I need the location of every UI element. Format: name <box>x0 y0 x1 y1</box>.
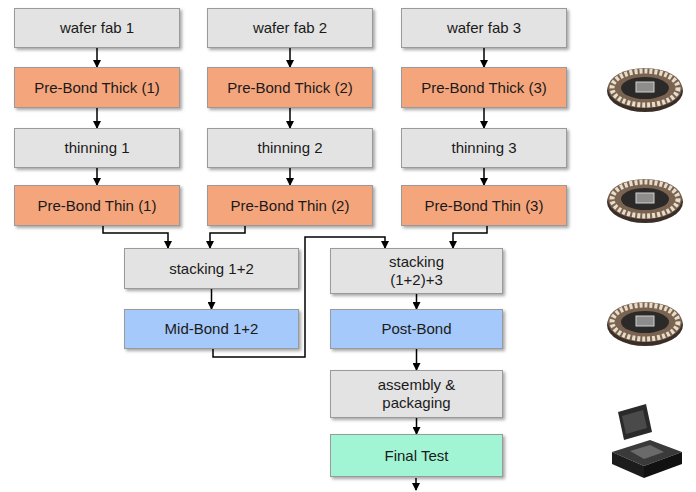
process-box: thinning 3 <box>401 128 567 168</box>
test-box: Pre-Bond Thin (2) <box>207 185 373 226</box>
flow-arrow <box>483 48 485 67</box>
exit-arrow <box>415 478 417 490</box>
node-label: Pre-Bond Thin (3) <box>425 197 544 215</box>
flow-arrow <box>96 48 98 67</box>
node-label: stacking 1+2 <box>169 260 254 278</box>
node-label: stacking (1+2)+3 <box>362 253 472 289</box>
wafer-icon <box>607 68 683 112</box>
flow-arrow <box>416 349 418 370</box>
test-box: Pre-Bond Thin (1) <box>14 185 180 226</box>
flow-arrow <box>483 108 485 128</box>
test-box: Pre-Bond Thick (3) <box>401 67 567 108</box>
process-box: thinning 1 <box>14 128 180 168</box>
test-box: Pre-Bond Thick (1) <box>14 67 180 108</box>
process-box: thinning 2 <box>207 128 373 168</box>
node-label: wafer fab 3 <box>447 19 521 37</box>
process-box: stacking (1+2)+3 <box>330 248 503 294</box>
process-box: stacking 1+2 <box>124 248 299 289</box>
node-label: thinning 1 <box>64 139 129 157</box>
test-socket-icon <box>612 404 682 478</box>
flow-arrow <box>416 294 418 309</box>
node-label: Final Test <box>385 447 449 465</box>
test-box: Post-Bond <box>330 309 503 349</box>
flow-arrow <box>289 108 291 128</box>
node-label: Post-Bond <box>381 320 451 338</box>
node-label: Pre-Bond Thin (1) <box>38 197 157 215</box>
node-label: thinning 2 <box>257 139 322 157</box>
process-box: wafer fab 1 <box>14 8 180 48</box>
test-box: Pre-Bond Thick (2) <box>207 67 373 108</box>
node-label: Pre-Bond Thin (2) <box>231 197 350 215</box>
node-label: Pre-Bond Thick (3) <box>421 79 547 97</box>
flow-arrow <box>453 226 487 248</box>
flow-arrow <box>96 168 98 185</box>
test-box: Final Test <box>330 434 503 477</box>
process-box: assembly & packaging <box>330 370 503 418</box>
node-label: Pre-Bond Thick (1) <box>34 79 160 97</box>
flow-arrow <box>96 108 98 128</box>
flow-arrow <box>289 48 291 67</box>
node-label: assembly & packaging <box>362 376 472 412</box>
wafer-icon <box>607 179 683 223</box>
node-label: thinning 3 <box>451 139 516 157</box>
node-label: wafer fab 2 <box>253 19 327 37</box>
test-box: Pre-Bond Thin (3) <box>401 185 567 226</box>
test-box: Mid-Bond 1+2 <box>124 309 299 349</box>
flow-arrow <box>210 226 245 248</box>
node-label: Mid-Bond 1+2 <box>165 320 259 338</box>
flow-arrow <box>289 168 291 185</box>
node-label: Pre-Bond Thick (2) <box>227 79 353 97</box>
wafer-icon <box>607 302 683 346</box>
node-label: wafer fab 1 <box>60 19 134 37</box>
flow-arrow <box>416 418 418 434</box>
flow-arrow <box>211 289 213 309</box>
flow-arrow <box>103 226 168 248</box>
process-box: wafer fab 3 <box>401 8 567 48</box>
flow-arrow <box>483 168 485 185</box>
process-box: wafer fab 2 <box>207 8 373 48</box>
